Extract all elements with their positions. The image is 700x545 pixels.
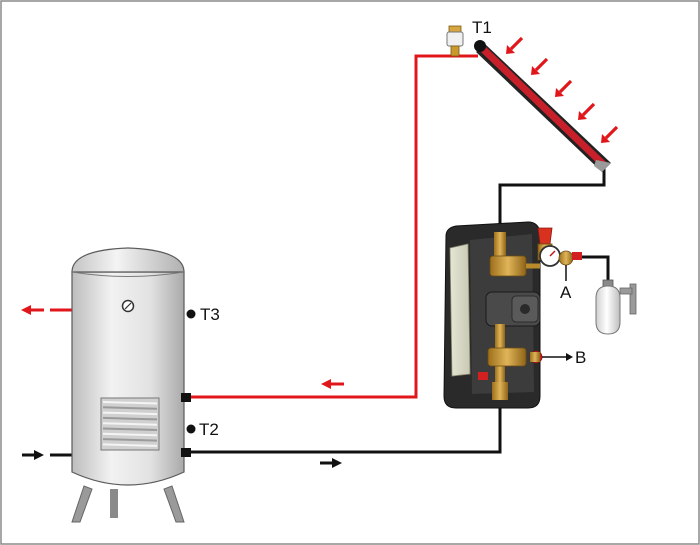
thermometer-needle: [124, 302, 132, 310]
station-top-fitting: [494, 232, 506, 260]
vessel-wall-bracket: [629, 283, 637, 315]
station-cover-panel: [449, 243, 471, 377]
arrow-right-icon: [320, 458, 342, 468]
station-inner-handle: [478, 372, 488, 380]
fill-valve-a-handle: [572, 252, 582, 260]
safety-valve-cap: [537, 227, 553, 245]
sensor-t2-label: T2: [199, 420, 219, 439]
cold-flow-pipe: [185, 405, 502, 454]
sensor-t3-label: T3: [200, 305, 220, 324]
red-arrow-icon: [601, 125, 619, 143]
station-valve-block: [489, 255, 527, 277]
red-arrow-icon: [578, 102, 596, 120]
valve-b-label: B: [575, 348, 586, 367]
station-lower-valve: [487, 347, 527, 367]
tank-dome: [71, 247, 185, 273]
sun-ray-arrows: [506, 36, 619, 143]
tank-seam: [71, 271, 185, 277]
gauge-needle: [549, 250, 556, 257]
sensor-t1-label: T1: [472, 18, 492, 37]
red-arrow-icon: [506, 36, 524, 54]
sensor-t2-dot: [186, 424, 196, 434]
tank-leg-right: [163, 485, 185, 523]
coil-winding: [102, 427, 158, 431]
coil-winding: [102, 406, 158, 410]
arrow-left-icon: [321, 379, 344, 389]
storage-tank: [71, 247, 196, 523]
hot-flow-pipe: [185, 54, 478, 399]
hot-water-out-arrow-icon: [21, 305, 44, 315]
red-arrow-icon: [531, 57, 549, 75]
expansion-vessel-icon: [595, 279, 637, 335]
valve-a-label: A: [560, 283, 572, 302]
sensor-t1-dot: [474, 40, 486, 52]
coil-winding: [102, 411, 158, 416]
cold-water-in-arrow-icon: [22, 450, 44, 460]
collector-absorber: [481, 47, 606, 167]
station-bottom-fitting: [492, 382, 508, 400]
coil-winding: [102, 422, 158, 426]
coil-winding: [102, 432, 158, 437]
drain-valve-b: [530, 352, 540, 362]
label-b-arrowhead: [566, 353, 573, 361]
coil-bottom-connector: [181, 448, 191, 457]
coil-winding: [102, 438, 158, 442]
solar-collector: [476, 44, 611, 172]
air-vent-icon: [446, 25, 464, 57]
tank-leg-back: [110, 489, 118, 518]
coil-windings: [102, 401, 158, 447]
vessel-body: [595, 285, 621, 335]
pump-motor-cap: [520, 304, 530, 314]
coil-top-connector: [181, 393, 191, 402]
fill-valve-a: [558, 250, 574, 266]
red-arrow-icon: [555, 79, 573, 97]
pump-station: [443, 221, 582, 409]
collector-end-cap: [594, 160, 611, 172]
tank-leg-left: [71, 485, 93, 523]
collector-supply-pipe: [498, 168, 606, 228]
vessel-bracket-arm: [619, 287, 633, 295]
sensor-t3-dot: [186, 309, 196, 319]
coil-winding: [102, 401, 158, 405]
coil-winding: [102, 443, 158, 447]
coil-winding: [102, 416, 158, 421]
